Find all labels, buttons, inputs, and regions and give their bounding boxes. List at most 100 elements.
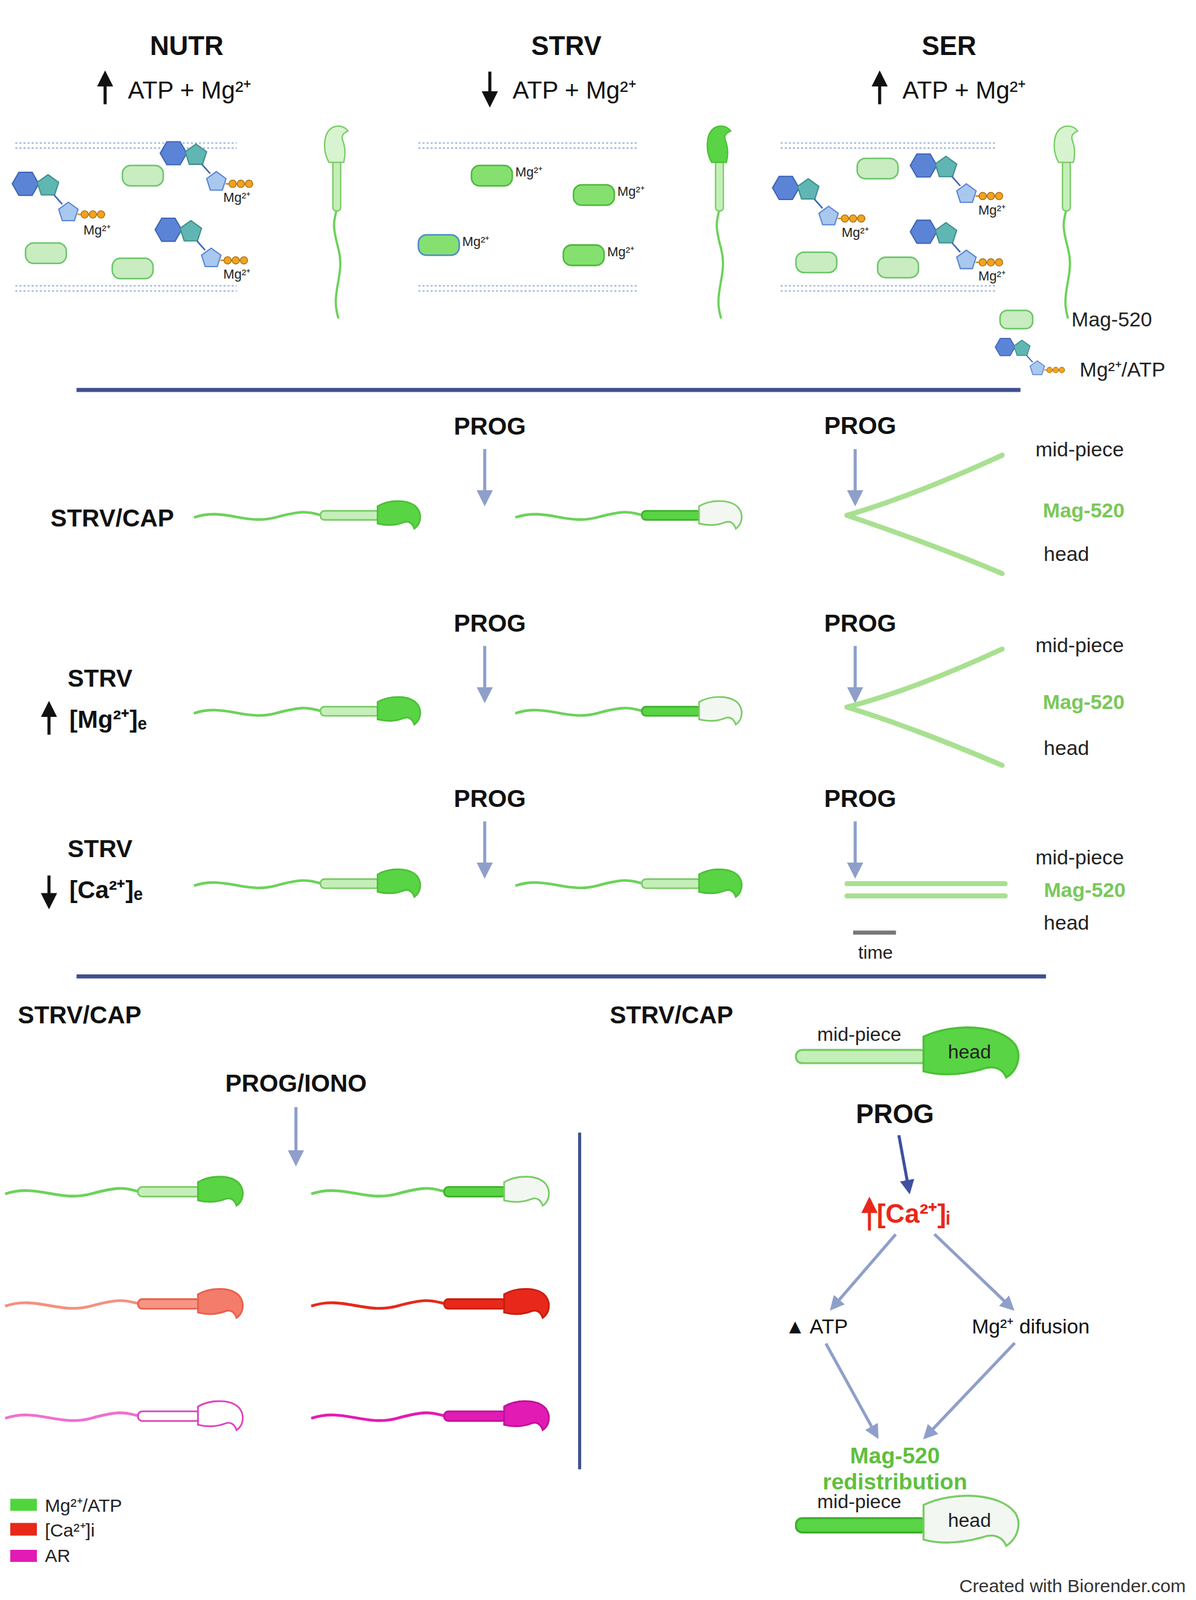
flow-step: [Ca²⁺]ᵢ <box>873 1196 954 1232</box>
step-text: ▲ ATP <box>784 1315 848 1339</box>
label-text: STRV <box>67 664 133 693</box>
section-divider <box>76 388 1021 393</box>
sperm-cell <box>4 1401 243 1431</box>
step-text: Mg²⁺ difusion <box>971 1315 1090 1339</box>
time-scale-bar <box>853 931 897 936</box>
legend-swatch <box>10 1523 37 1536</box>
sperm-cell <box>504 1289 550 1319</box>
label-text: ATP + Mg²⁺ <box>512 75 637 104</box>
sperm-cell <box>1063 209 1070 319</box>
sperm-cell <box>197 1289 243 1319</box>
label-text: head <box>948 1041 992 1064</box>
label-text: NUTR <box>149 30 224 62</box>
label-text: STRV/CAP <box>18 1001 142 1030</box>
flow-step: ▲ ATP <box>781 1312 852 1342</box>
label-text: Created with Biorender.com <box>958 1576 1186 1598</box>
flow-arrow <box>825 1344 878 1438</box>
sperm-cell <box>515 697 742 725</box>
atp-molecule <box>12 141 1065 375</box>
sperm-schematic <box>923 1027 1019 1079</box>
label-text: STRV/CAP <box>50 504 175 533</box>
sperm-cell <box>377 869 421 898</box>
label-text: head <box>1043 736 1089 761</box>
label-text: [Ca²⁺]ₑ <box>69 875 143 904</box>
sperm-cell <box>197 1177 243 1207</box>
sperm-cell <box>698 697 742 725</box>
sperm-cell <box>443 1411 507 1422</box>
flow-step: Mg²⁺ difusion <box>968 1312 1094 1342</box>
panel-membrane <box>780 147 995 149</box>
sperm-cell <box>324 126 349 319</box>
fluorescence-trace <box>847 515 1003 574</box>
sperm-cell <box>197 1401 243 1431</box>
mag520-dye <box>573 185 615 206</box>
sperm-cell <box>698 501 742 530</box>
sperm-cell <box>642 706 702 716</box>
sperm-cell <box>515 501 742 530</box>
label-text: time <box>858 942 893 964</box>
sperm-cell <box>311 1289 550 1319</box>
panel-membrane <box>418 147 638 149</box>
panel-membrane <box>780 142 995 144</box>
legend-entry: [Ca²⁺]i <box>10 1517 95 1542</box>
label-text: Mg²⁺ <box>462 234 490 250</box>
sperm-cell <box>311 1301 447 1310</box>
sperm-cell <box>4 1301 140 1310</box>
sperm-cell <box>332 160 341 212</box>
legend-swatch <box>10 1498 37 1512</box>
legend-swatch <box>10 1550 37 1563</box>
atp-molecule <box>772 176 866 225</box>
fluorescence-trace <box>847 707 1003 766</box>
label-text: Mg²⁺ <box>515 165 543 181</box>
sperm-cell <box>4 1289 243 1319</box>
atp-molecule <box>160 141 254 190</box>
sperm-cell <box>320 879 380 889</box>
sperm-cell <box>515 869 742 898</box>
atp-molecule <box>995 338 1065 375</box>
sperm-cell <box>642 879 702 889</box>
flow-step: PROG <box>852 1096 938 1132</box>
mag520-dye <box>471 165 513 187</box>
sperm-cell <box>707 126 732 163</box>
sperm-cell <box>137 1187 201 1198</box>
label-text: mid-piece <box>817 1023 902 1047</box>
sperm-schematic <box>795 1518 927 1534</box>
label-text: PROG/IONO <box>224 1069 367 1099</box>
label-text: Mag-520 <box>1043 498 1125 522</box>
trend-arrow <box>47 875 51 907</box>
label-text: Mg²⁺ <box>978 202 1006 218</box>
sperm-cell <box>504 1177 550 1207</box>
fluorescence-trace <box>847 881 1006 887</box>
legend-entry: Mg²⁺/ATP <box>10 1492 123 1518</box>
panel-membrane <box>15 147 237 149</box>
label-text: Mg²⁺ <box>223 190 251 206</box>
treatment-arrow <box>295 449 855 1164</box>
label-text: PROG <box>824 411 897 440</box>
sperm-cell <box>1054 126 1079 319</box>
label-text: SER <box>921 30 976 62</box>
sperm-cell <box>443 1187 507 1198</box>
sperm-schematic <box>795 1050 927 1064</box>
panel-membrane <box>15 285 237 287</box>
legend-text: [Ca²⁺]i <box>44 1517 95 1542</box>
flow-arrow <box>832 1234 897 1309</box>
label-text: STRV <box>67 835 133 864</box>
label-text: Mg²⁺ <box>841 224 869 241</box>
label-text: Mg²⁺ <box>978 269 1006 285</box>
sperm-cell <box>1062 160 1071 212</box>
panel-membrane <box>780 285 995 287</box>
flow-arrow <box>925 1343 1015 1438</box>
sperm-schematic <box>923 1495 1019 1547</box>
trend-arrow <box>47 704 51 736</box>
mag520-dye <box>1000 310 1033 329</box>
treatment-arrow <box>853 646 857 701</box>
label-text: Mg²⁺ <box>223 266 251 282</box>
fluorescence-trace <box>847 893 1006 899</box>
label-text: Mg²⁺/ATP <box>1079 357 1166 382</box>
label-text: Mag-520 <box>1044 877 1126 902</box>
sperm-cell <box>515 880 644 889</box>
trend-arrow <box>877 73 881 105</box>
sperm-cell <box>4 1413 140 1421</box>
